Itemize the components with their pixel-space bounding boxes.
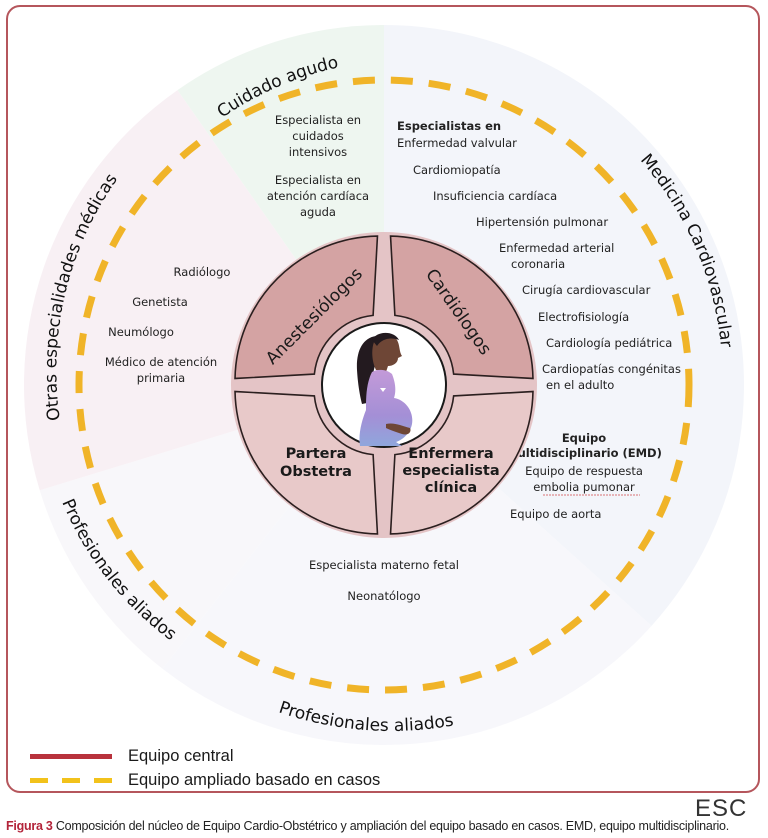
emd-heading: Equipo: [562, 431, 606, 445]
emd-item: Equipo de aorta: [510, 507, 601, 521]
sector-allied-bottom-bg: [162, 385, 652, 745]
emd-item: Equipo de respuesta: [525, 464, 643, 478]
core-label-midwife: Partera Obstetra: [280, 446, 352, 480]
acute-care-items: Especialista en cuidados intensivos Espe…: [267, 113, 369, 219]
legend-swatch-solid: [30, 753, 112, 759]
cardio-item: Cardiomiopatía: [413, 163, 501, 177]
legend-item-extended-team: Equipo ampliado basado en casos: [30, 768, 380, 792]
other-item: Radiólogo: [174, 265, 231, 279]
other-specialties-items: Radiólogo Genetista Neumólogo Médico de …: [105, 265, 231, 385]
cardiovascular-items: Especialistas en Enfermedad valvular Car…: [397, 119, 681, 521]
core-label-line: Obstetra: [280, 464, 352, 480]
legend-label: Equipo central: [128, 746, 234, 765]
cardio-item: Cardiopatías congénitas: [542, 362, 681, 376]
core-quadrant-nurse: [389, 390, 534, 535]
caption-text: Composición del núcleo de Equipo Cardio-…: [52, 819, 729, 833]
cardio-item: Enfermedad arterial: [499, 241, 614, 255]
cardio-item: Insuficiencia cardíaca: [433, 189, 557, 203]
legend-item-core-team: Equipo central: [30, 744, 380, 768]
legend-label: Equipo ampliado basado en casos: [128, 770, 381, 789]
allied-item: Neonatólogo: [347, 589, 420, 603]
core-label-nurse: Enfermera especialista clínica: [402, 446, 499, 496]
allied-items: Especialista materno fetal Neonatólogo: [309, 558, 459, 603]
other-item: primaria: [137, 371, 185, 385]
core-quadrant-cardiologists: [389, 235, 534, 380]
esc-logo-text: ESC: [695, 795, 748, 822]
cardio-heading: Especialistas en: [397, 119, 501, 133]
core-label-line: clínica: [425, 480, 477, 496]
pregnant-woman-icon: [321, 322, 447, 448]
figure-frame: [6, 5, 760, 793]
extended-team-dashed-ring: [75, 76, 693, 694]
core-quadrant-midwife: [234, 390, 379, 535]
cardio-item: Enfermedad valvular: [397, 136, 517, 150]
other-item: Médico de atención: [105, 355, 217, 369]
acute-item: intensivos: [289, 145, 347, 159]
cardio-item: Cardiología pediátrica: [546, 336, 672, 350]
core-quadrant-anesthesiologists: [234, 235, 379, 380]
acute-item: Especialista en: [275, 113, 361, 127]
figure-label: Figura 3: [6, 819, 53, 833]
esc-logo: ESC: [663, 795, 752, 823]
acute-item: Especialista en: [275, 173, 361, 187]
other-item: Genetista: [132, 295, 188, 309]
acute-item: aguda: [300, 205, 336, 219]
core-label-line: Enfermera: [408, 446, 493, 462]
acute-item: atención cardíaca: [267, 189, 369, 203]
cardio-item: Hipertensión pulmonar: [476, 215, 608, 229]
acute-item: cuidados: [292, 129, 343, 143]
core-label-line: Partera: [286, 446, 347, 462]
emd-heading: Multidisciplinario (EMD): [506, 446, 662, 460]
allied-item: Especialista materno fetal: [309, 558, 459, 572]
cardio-item: en el adulto: [546, 378, 614, 392]
cardio-item: coronaria: [511, 257, 565, 271]
cardio-item: Cirugía cardiovascular: [522, 283, 651, 297]
cardio-item: Electrofisiología: [538, 310, 629, 324]
emd-item: embolia pumonar: [533, 480, 635, 494]
figure-caption: Figura 3 Composición del núcleo de Equip…: [6, 819, 729, 833]
other-item: Neumólogo: [108, 325, 174, 339]
sector-cardiovascular-bg: [384, 25, 745, 626]
core-label-line: especialista: [402, 463, 499, 479]
legend-swatch-dashed: [30, 777, 112, 783]
legend: Equipo central Equipo ampliado basado en…: [30, 744, 380, 792]
